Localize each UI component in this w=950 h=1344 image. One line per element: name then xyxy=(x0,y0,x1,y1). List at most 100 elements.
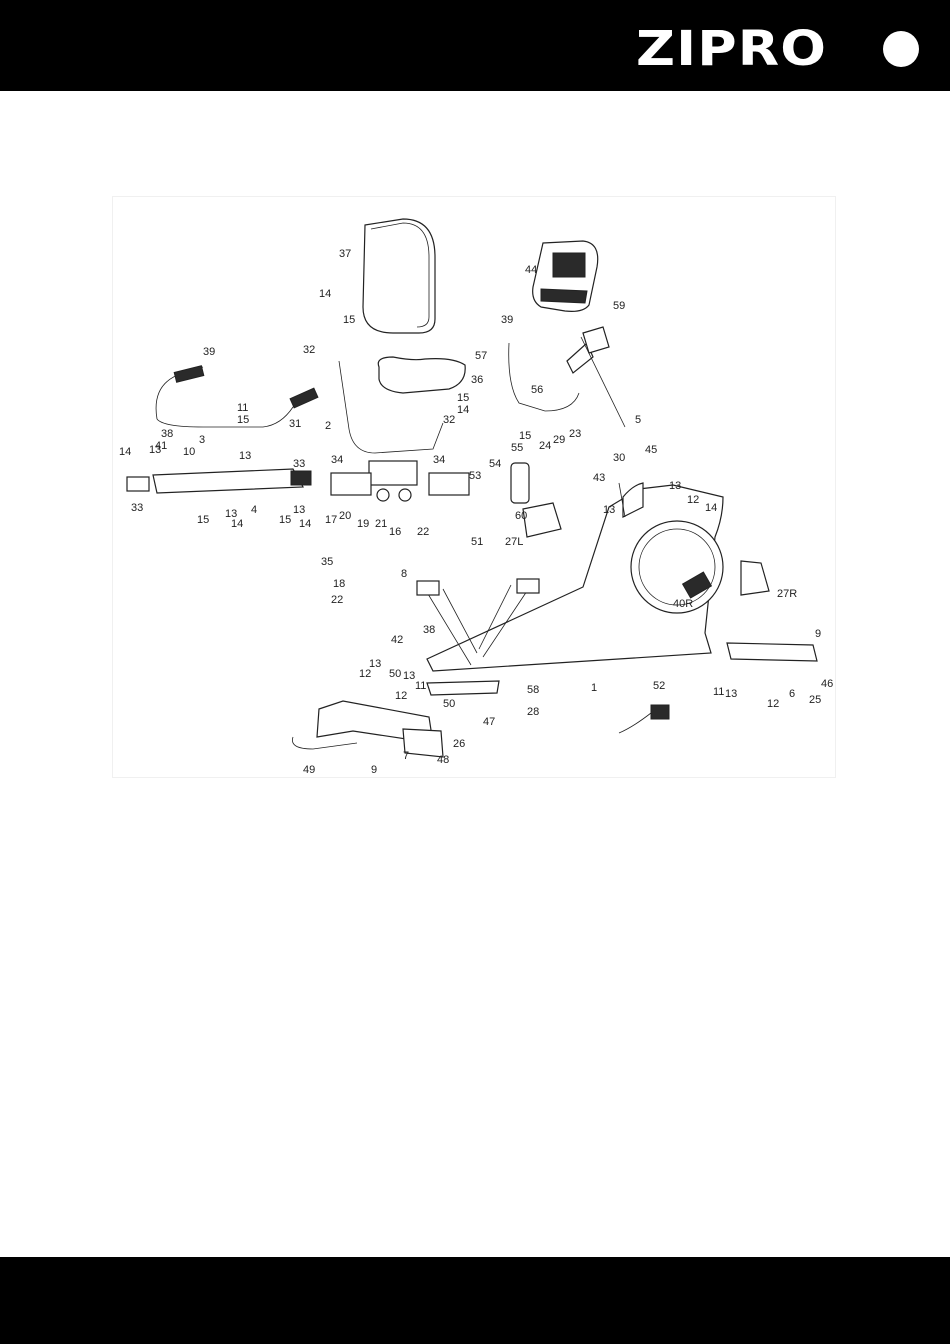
part-label: 35 xyxy=(321,556,333,568)
part-label: 33 xyxy=(131,502,143,514)
part-label: 12 xyxy=(359,668,371,680)
part-label: 27L xyxy=(505,536,523,548)
part-label: 20 xyxy=(339,510,351,522)
part-label: 11 xyxy=(415,680,426,692)
part-label: 10 xyxy=(183,446,195,458)
part-label: 58 xyxy=(527,684,539,696)
part-label: 15 xyxy=(457,392,469,404)
part-label: 16 xyxy=(389,526,401,538)
part-label: 7 xyxy=(403,750,409,762)
part-label: 15 xyxy=(197,514,209,526)
page-marker-circle xyxy=(883,31,919,67)
part-label: 38 xyxy=(423,624,435,636)
part-label: 52 xyxy=(653,680,665,692)
part-label: 30 xyxy=(613,452,625,464)
part-label: 43 xyxy=(593,472,605,484)
part-label: 23 xyxy=(569,428,581,440)
part-label: 26 xyxy=(453,738,465,750)
part-label: 9 xyxy=(371,764,377,776)
part-label: 15 xyxy=(279,514,291,526)
part-labels: 37 44 14 59 15 39 57 32 36 39 56 5 11 15… xyxy=(119,248,833,776)
part-label: 15 xyxy=(237,414,249,426)
seat-drawing xyxy=(378,357,465,393)
seat-rail-drawing xyxy=(153,469,303,493)
water-bottle-drawing xyxy=(511,463,529,503)
part-label: 56 xyxy=(531,384,543,396)
part-label: 19 xyxy=(357,518,369,530)
part-label: 59 xyxy=(613,300,625,312)
front-stabilizer-drawing xyxy=(727,643,817,661)
part-label: 14 xyxy=(299,518,311,530)
part-label: 14 xyxy=(231,518,243,530)
part-label: 12 xyxy=(767,698,779,710)
part-label: 40R xyxy=(673,598,693,610)
part-label: 54 xyxy=(489,458,501,470)
part-label: 11 xyxy=(713,686,724,698)
part-label: 57 xyxy=(475,350,487,362)
zipro-logo: ZIPRO xyxy=(636,26,827,72)
adapter-drawing xyxy=(619,705,669,733)
part-label: 14 xyxy=(119,446,131,458)
part-label: 14 xyxy=(319,288,331,300)
rear-stabilizer-drawing xyxy=(292,701,443,757)
part-label: 22 xyxy=(331,594,343,606)
part-label: 47 xyxy=(483,716,495,728)
part-label: 13 xyxy=(149,444,161,456)
part-label: 37 xyxy=(339,248,351,260)
part-label: 51 xyxy=(471,536,483,548)
part-label: 34 xyxy=(433,454,445,466)
console-drawing xyxy=(533,241,598,311)
part-label: 53 xyxy=(469,470,481,482)
part-label: 33 xyxy=(293,458,305,470)
part-label: 32 xyxy=(443,414,455,426)
part-label: 2 xyxy=(325,420,331,432)
part-label: 28 xyxy=(527,706,539,718)
part-label: 13 xyxy=(293,504,305,516)
part-label: 3 xyxy=(199,434,205,446)
part-label: 17 xyxy=(325,514,337,526)
part-label: 11 xyxy=(237,402,248,414)
part-label: 13 xyxy=(603,504,615,516)
part-label: 36 xyxy=(471,374,483,386)
part-label: 31 xyxy=(289,418,301,430)
part-label: 13 xyxy=(403,670,415,682)
part-label: 44 xyxy=(525,264,537,276)
part-label: 12 xyxy=(687,494,699,506)
part-label: 39 xyxy=(203,346,215,358)
part-label: 25 xyxy=(809,694,821,706)
pedal-27r-drawing xyxy=(741,561,769,595)
front-handlebar-drawing xyxy=(509,327,625,427)
part-label: 4 xyxy=(251,504,257,516)
end-cap-33-left xyxy=(127,477,149,491)
part-label: 48 xyxy=(437,754,449,766)
exploded-parts-diagram: 37 44 14 59 15 39 57 32 36 39 56 5 11 15… xyxy=(112,196,836,778)
part-label: 46 xyxy=(821,678,833,690)
part-label: 50 xyxy=(443,698,455,710)
part-label: 42 xyxy=(391,634,403,646)
part-label: 13 xyxy=(725,688,737,700)
diagram-svg: 37 44 14 59 15 39 57 32 36 39 56 5 11 15… xyxy=(113,197,835,777)
part-label: 21 xyxy=(375,518,387,530)
pedal-27l-drawing xyxy=(523,503,561,537)
end-cap-33-right xyxy=(291,471,311,485)
block-34-left xyxy=(331,473,371,495)
part-label: 13 xyxy=(239,450,251,462)
part-label: 12 xyxy=(395,690,407,702)
part-label: 8 xyxy=(401,568,407,580)
part-label: 29 xyxy=(553,434,565,446)
part-label: 5 xyxy=(635,414,641,426)
part-label: 9 xyxy=(815,628,821,640)
part-label: 15 xyxy=(519,430,531,442)
part-label: 24 xyxy=(539,440,551,452)
backrest-drawing xyxy=(363,219,435,333)
part-label: 15 xyxy=(343,314,355,326)
part-label: 22 xyxy=(417,526,429,538)
part-label: 27R xyxy=(777,588,797,600)
part-label: 32 xyxy=(303,344,315,356)
part-label: 34 xyxy=(331,454,343,466)
part-label: 18 xyxy=(333,578,345,590)
block-34-right xyxy=(429,473,469,495)
part-label: 38 xyxy=(161,428,173,440)
part-label: 55 xyxy=(511,442,523,454)
part-label: 13 xyxy=(669,480,681,492)
